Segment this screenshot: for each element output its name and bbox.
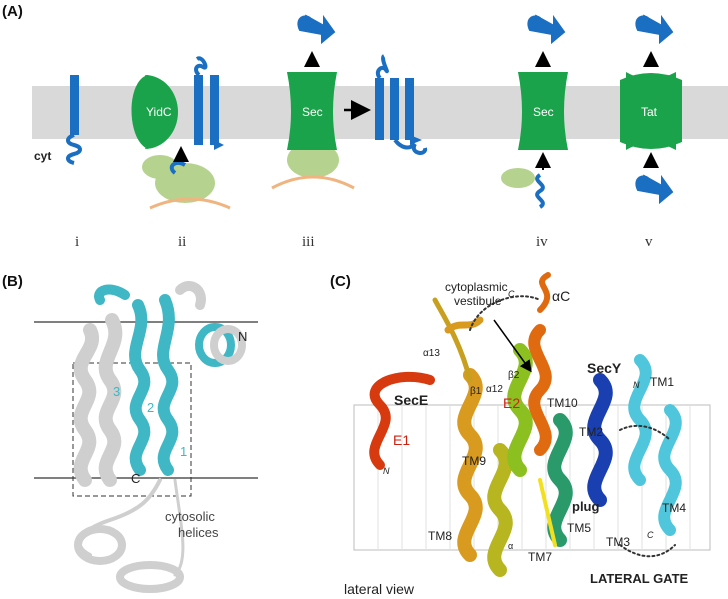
- ribosome-small: [142, 155, 178, 179]
- panel-c-label: (C): [330, 273, 351, 290]
- vestibule-arrow: [493, 319, 532, 373]
- vestibule-label: vestibule: [454, 294, 502, 308]
- c-tm3-label: C: [647, 530, 654, 540]
- tm5-label: TM5: [567, 521, 591, 535]
- sec-label-iii: Sec: [302, 105, 323, 119]
- n-right-label: N: [633, 380, 640, 390]
- plug-label: plug: [572, 499, 599, 514]
- alpha-c-label: αC: [552, 288, 570, 304]
- folded-protein-iii: [297, 14, 336, 45]
- pathway-label-v: v: [645, 234, 653, 250]
- helix-label-1: 1: [180, 444, 187, 459]
- panel-a-label: (A): [2, 3, 23, 20]
- tm1-label: TM1: [650, 375, 674, 389]
- tm2-label: TM2: [579, 425, 603, 439]
- tm4-label: TM4: [662, 501, 686, 515]
- beta2-label: β2: [508, 370, 520, 381]
- sec-channel-iv: [518, 72, 568, 150]
- c-top-label: C: [508, 289, 515, 299]
- panel-b: (B) 3 2 1 N C cytosolic helices: [2, 273, 258, 593]
- tm10-label: TM10: [547, 396, 578, 410]
- pathway-label-i: i: [75, 234, 79, 250]
- alpha12-label: α12: [486, 384, 503, 395]
- tm8-label: TM8: [428, 529, 452, 543]
- tm9-label: TM9: [462, 454, 486, 468]
- sec-channel-iii: [287, 72, 337, 150]
- secy-structure: [369, 272, 682, 577]
- tat-label: Tat: [641, 105, 658, 119]
- panel-a: (A) cyt YidC Sec: [2, 3, 728, 250]
- alpha-small-label: α: [508, 541, 513, 551]
- pathway-i-protein: [66, 75, 82, 165]
- helix-label-2: 2: [147, 400, 154, 415]
- cytosolic-helices-label: cytosolic helices: [165, 509, 219, 540]
- pathway-ii: YidC: [131, 56, 231, 210]
- pathway-label-ii: ii: [178, 234, 186, 250]
- mrna-line: [149, 197, 231, 210]
- terminus-n: N: [238, 329, 247, 344]
- e2-label: E2: [503, 395, 520, 411]
- terminus-c: C: [131, 471, 140, 486]
- helix-label-3: 3: [113, 384, 120, 399]
- cytosolic-helices-line: cytosolic: [165, 509, 215, 524]
- panel-b-label: (B): [2, 273, 23, 290]
- cytoplasmic-label: cytoplasmic: [445, 280, 508, 294]
- pathway-v: Tat: [620, 14, 682, 205]
- alpha13-label: α13: [423, 348, 440, 359]
- pathway-iii: Sec: [271, 14, 428, 190]
- sece-label: SecE: [394, 392, 428, 408]
- pathway-label-iv: iv: [536, 234, 548, 250]
- pathway-iv: Sec: [501, 14, 568, 209]
- yidc-label: YidC: [146, 105, 172, 119]
- sec-label-iv: Sec: [533, 105, 554, 119]
- tm7-label: TM7: [528, 550, 552, 564]
- secy-label: SecY: [587, 360, 622, 376]
- lateral-gate-label: LATERAL GATE: [590, 571, 689, 586]
- n-left-label: N: [383, 466, 390, 476]
- cyt-label: cyt: [34, 149, 51, 163]
- lateral-view-label: lateral view: [344, 581, 415, 597]
- tm3-label: TM3: [606, 535, 630, 549]
- e1-label: E1: [393, 432, 410, 448]
- pathway-label-iii: iii: [302, 234, 315, 250]
- beta1-label: β1: [470, 386, 482, 397]
- panel-c: (C): [330, 272, 711, 597]
- ribosome-iii: [287, 142, 339, 178]
- helix-bundle: [73, 281, 246, 593]
